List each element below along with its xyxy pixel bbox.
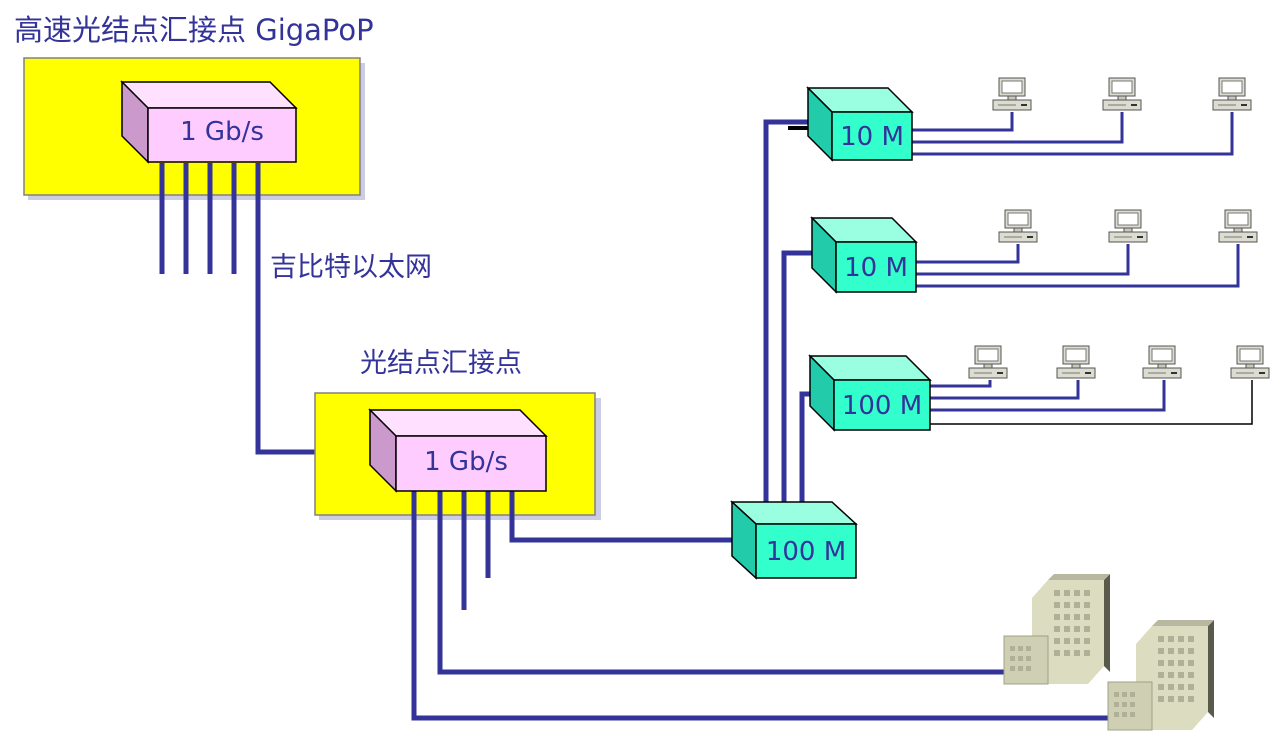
aggregation-site	[314, 392, 601, 520]
aggregation-links	[411, 490, 1110, 721]
computer-icon	[968, 345, 1008, 379]
computer-icon	[1230, 345, 1270, 379]
edge3-links	[928, 380, 1166, 412]
edge-switch-1: 10 M	[806, 86, 914, 162]
gigapop-switch-label: 1 Gb/s	[180, 117, 264, 147]
computer-icon	[1056, 345, 1096, 379]
computer-icon	[1102, 77, 1142, 111]
edge-switch-2: 10 M	[810, 216, 918, 294]
building-icon	[1003, 573, 1111, 685]
computer-icon	[998, 209, 1038, 243]
edge-switch-2-label: 10 M	[844, 253, 908, 283]
edge2-links	[916, 244, 1240, 288]
computer-icon	[1108, 209, 1148, 243]
distribution-switch-label: 100 M	[766, 537, 846, 567]
edge-switch-1-label: 10 M	[840, 122, 904, 152]
diagram-title: 高速光结点汇接点 GigaPoP	[14, 13, 374, 47]
edge1-links	[912, 112, 1234, 156]
ethernet-label: 吉比特以太网	[270, 252, 432, 283]
computer-icon	[1142, 345, 1182, 379]
edge-switch-3: 100 M	[808, 354, 932, 432]
edge-switch-3-label: 100 M	[842, 391, 922, 421]
distribution-links	[763, 119, 814, 503]
building-icon	[1107, 619, 1215, 731]
aggregation-switch-label: 1 Gb/s	[424, 447, 508, 477]
gigapop-switch: 1 Gb/s	[120, 80, 298, 164]
computer-icon	[1212, 77, 1252, 111]
edge3-thin-link	[928, 380, 1253, 425]
computer-icon	[1218, 209, 1258, 243]
aggregation-switch: 1 Gb/s	[368, 408, 548, 493]
buildings	[1003, 573, 1215, 731]
computer-icon	[992, 77, 1032, 111]
computers	[968, 77, 1270, 379]
aggregation-label: 光结点汇接点	[360, 348, 522, 379]
distribution-switch: 100 M	[730, 500, 858, 580]
